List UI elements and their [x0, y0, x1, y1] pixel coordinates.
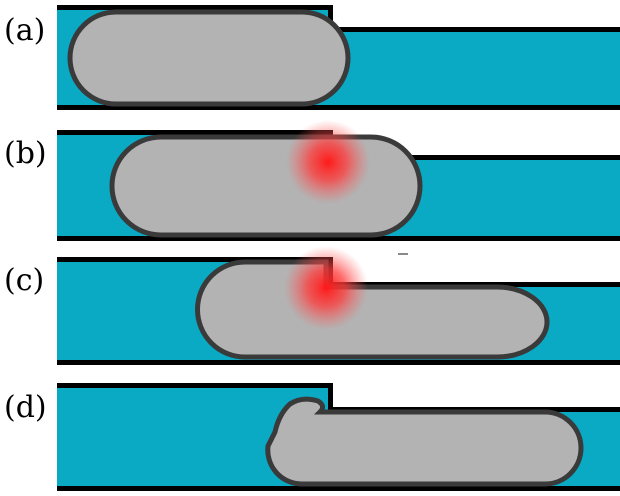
panel-label-a: (a) [4, 13, 45, 48]
panel-label-c: (c) [4, 263, 44, 298]
channel-top-wall-wide [57, 257, 333, 262]
panel-label-d: (d) [4, 390, 47, 425]
droplet [67, 9, 351, 107]
channel-top-wall-narrow [328, 155, 620, 160]
channel-bottom-wall [57, 105, 620, 110]
panel-a: (a) [4, 5, 620, 110]
hotspot [284, 246, 368, 330]
channel-bottom-wall [57, 486, 620, 491]
stray-mark [398, 253, 408, 255]
channel-step-wall [328, 383, 333, 412]
channel-top-wall-wide [57, 383, 333, 388]
droplet [109, 134, 423, 238]
panel-b: (b) [4, 120, 620, 255]
panel-label-b: (b) [4, 136, 47, 171]
channel-step-wall [328, 5, 333, 32]
channel-bottom-wall [57, 236, 620, 241]
channel-top-wall-wide [57, 5, 333, 10]
channel-top-wall-narrow [328, 27, 620, 32]
droplet [195, 259, 550, 360]
channel-top-wall-wide [57, 130, 333, 135]
panel-c: (c) [4, 246, 620, 365]
hotspot [286, 120, 370, 204]
panel-d: (d) [4, 383, 620, 491]
droplet [265, 396, 584, 487]
channel-bottom-wall [57, 360, 620, 365]
